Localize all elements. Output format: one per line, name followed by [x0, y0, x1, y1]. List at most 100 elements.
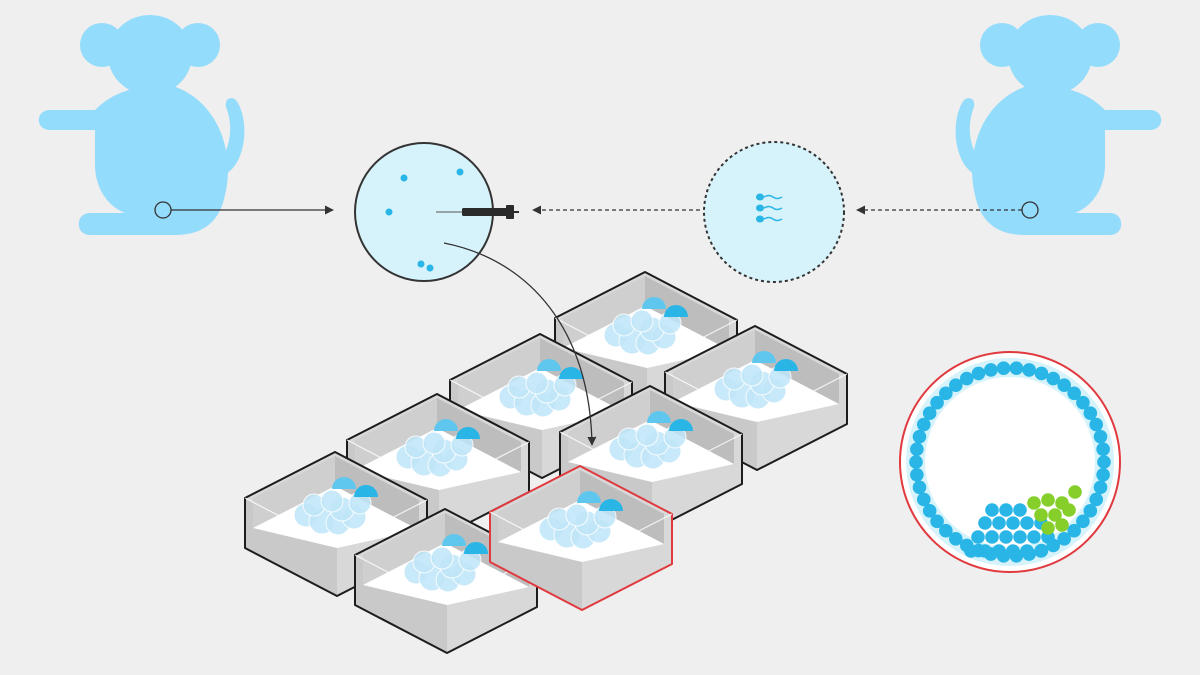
- trophoblast-cell: [1093, 480, 1108, 495]
- inner-cell: [985, 530, 999, 544]
- inner-cell: [1027, 530, 1041, 544]
- inner-cell: [999, 530, 1013, 544]
- embryo: [635, 423, 659, 447]
- trophoblast-cell: [1097, 455, 1111, 469]
- inner-cell: [1020, 544, 1034, 558]
- trophoblast-cell: [971, 366, 986, 381]
- trophoblast-cell: [1083, 406, 1098, 420]
- trophoblast-cell: [912, 480, 927, 495]
- inner-cell: [985, 503, 999, 517]
- embryo-highlight: [774, 359, 798, 371]
- trophoblast-cell: [939, 523, 953, 538]
- sperm-cells-icon: [756, 193, 783, 223]
- trophoblast-cell: [910, 442, 924, 457]
- transfer-arrow: [443, 242, 597, 446]
- egg-cell: [417, 260, 425, 268]
- inner-cell: [1013, 530, 1027, 544]
- embryo-highlight: [442, 534, 466, 546]
- embryo: [630, 309, 654, 333]
- trophoblast-cell: [1009, 361, 1024, 376]
- culture-well: [354, 508, 538, 654]
- trophoblast-cell: [922, 504, 937, 518]
- micro-injection-needle-icon: [462, 205, 519, 219]
- embryo-highlight: [599, 499, 623, 511]
- trophoblast-cell: [939, 386, 953, 401]
- culture-well-tray: [244, 271, 848, 654]
- trophoblast-cell: [1083, 504, 1098, 518]
- inner-cell-highlight: [1034, 508, 1048, 522]
- trophoblast-cell: [910, 467, 924, 482]
- embryo: [320, 489, 344, 513]
- embryo: [740, 363, 764, 387]
- trophoblast-cell: [1093, 429, 1108, 444]
- embryo: [430, 546, 454, 570]
- trophoblast-cell: [1057, 531, 1072, 546]
- inner-cell-highlight: [1027, 496, 1041, 510]
- embryo: [525, 371, 549, 395]
- embryo-highlight: [642, 297, 666, 309]
- trophoblast-cell: [1089, 492, 1104, 507]
- trophoblast-cell: [909, 455, 923, 469]
- trophoblast-cell: [959, 371, 974, 386]
- trophoblast-cell: [1096, 467, 1110, 482]
- inner-cell-highlight: [1055, 518, 1069, 532]
- inner-cell-highlight: [1048, 508, 1062, 522]
- inner-cell: [1020, 516, 1034, 530]
- embryo-highlight: [434, 419, 458, 431]
- embryo-highlight: [647, 411, 671, 423]
- trophoblast-cell: [1067, 386, 1081, 401]
- inner-cell-highlight: [1041, 493, 1055, 507]
- inner-cell: [978, 544, 992, 558]
- trophoblast-cell: [912, 429, 927, 444]
- trophoblast-cell: [984, 363, 998, 377]
- inner-cell: [992, 516, 1006, 530]
- trophoblast-cell: [1089, 417, 1104, 432]
- embryo-highlight: [456, 427, 480, 439]
- embryo-highlight: [577, 491, 601, 503]
- embryo-highlight: [332, 477, 356, 489]
- inner-cell: [992, 544, 1006, 558]
- inner-cell: [1013, 503, 1027, 517]
- trophoblast-cell: [1067, 523, 1081, 538]
- culture-well: [664, 325, 848, 471]
- inner-cell: [978, 516, 992, 530]
- inner-cell-highlight: [1068, 485, 1082, 499]
- embryo-highlight: [537, 359, 561, 371]
- trophoblast-cell: [948, 531, 963, 546]
- culture-well: [244, 451, 428, 597]
- embryo-highlight: [664, 305, 688, 317]
- inner-cell: [964, 544, 978, 558]
- embryo-highlight: [752, 351, 776, 363]
- trophoblast-cell: [1034, 366, 1049, 381]
- embryo-highlight: [354, 485, 378, 497]
- sperm-dish: [703, 141, 845, 283]
- trophoblast-cell: [930, 514, 944, 529]
- embryo: [422, 431, 446, 455]
- egg-cell: [456, 168, 464, 176]
- trophoblast-cell: [1076, 395, 1090, 410]
- embryo-highlight: [559, 367, 583, 379]
- trophoblast-cell: [1076, 514, 1090, 529]
- trophoblast-cell: [930, 395, 944, 410]
- trophoblast-cell: [1057, 378, 1072, 393]
- trophoblast-cell: [916, 492, 931, 507]
- egg-cell: [385, 208, 393, 216]
- inner-cell: [1006, 516, 1020, 530]
- trophoblast-cell: [996, 361, 1011, 376]
- inner-cell-highlight: [1041, 521, 1055, 535]
- culture-well-selected: [489, 465, 673, 611]
- trophoblast-cell: [1022, 363, 1036, 377]
- trophoblast-cell: [922, 406, 937, 420]
- trophoblast-cell: [1096, 442, 1110, 457]
- embryo-highlight: [669, 419, 693, 431]
- trophoblast-cell: [948, 378, 963, 393]
- egg-cell: [400, 174, 408, 182]
- trophoblast-cell: [1046, 371, 1061, 386]
- egg-cell: [426, 264, 434, 272]
- embryo: [565, 503, 589, 527]
- inner-cell: [1006, 544, 1020, 558]
- blastocyst: [899, 351, 1121, 573]
- embryo-highlight: [464, 542, 488, 554]
